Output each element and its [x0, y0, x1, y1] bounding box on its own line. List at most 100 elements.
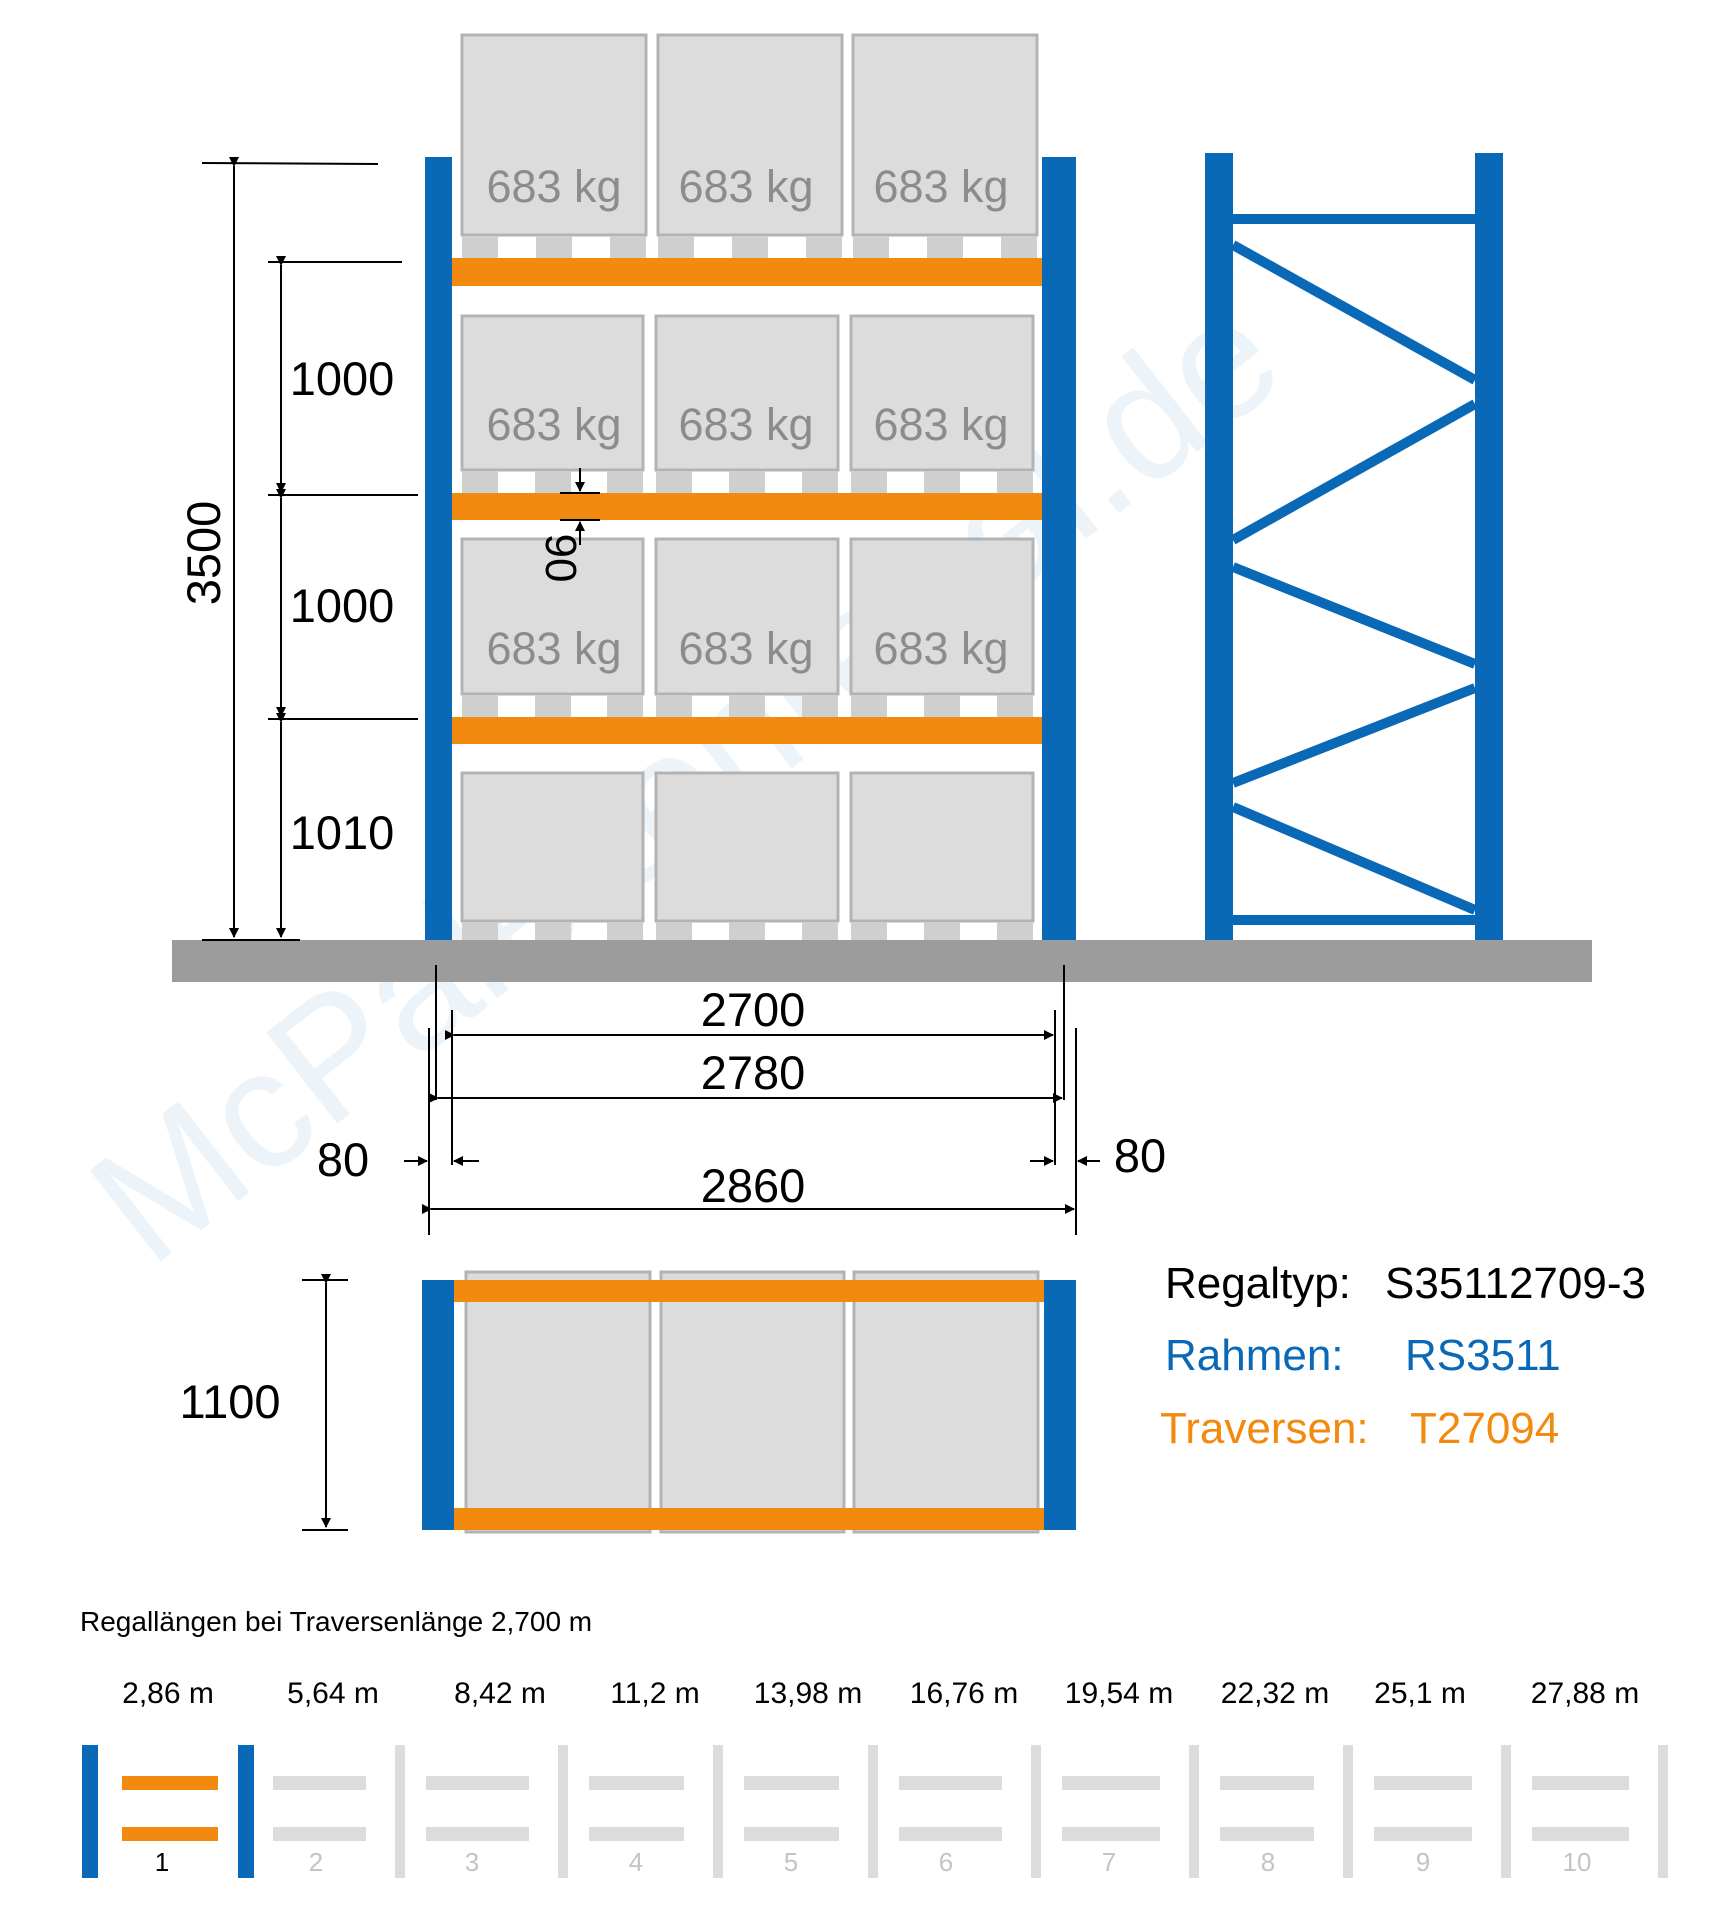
pallet — [460, 771, 645, 923]
length-option-7[interactable]: 7 — [1102, 1847, 1116, 1877]
length-value-2: 5,64 m — [287, 1677, 379, 1710]
length-option-3[interactable]: 3 — [465, 1847, 479, 1877]
dim-clear-width: 2700 — [701, 983, 806, 1036]
pallet-row-2: 683 kg 683 kg 683 kg — [460, 314, 1035, 493]
length-value-1: 2,86 m — [122, 1677, 214, 1710]
spec-type-label: Regaltyp: — [1165, 1259, 1351, 1308]
pallet — [656, 33, 844, 237]
load-label: 683 kg — [873, 399, 1008, 450]
dim-axis-width: 2780 — [701, 1046, 806, 1099]
spec-beam-label: Traversen: — [1160, 1404, 1369, 1453]
length-value-9: 25,1 m — [1374, 1677, 1466, 1710]
pallet — [654, 537, 840, 696]
length-option-10[interactable]: 10 — [1563, 1847, 1592, 1877]
floor — [172, 940, 1592, 982]
load-label: 683 kg — [678, 623, 813, 674]
dimensions-front — [201, 157, 1100, 1235]
pallet — [849, 314, 1035, 472]
side-frame — [1205, 153, 1503, 940]
spec-frame-value: RS3511 — [1405, 1331, 1561, 1380]
length-selector[interactable]: 1 2 3 4 5 6 7 8 9 10 — [82, 1745, 1668, 1878]
length-value-10: 27,88 m — [1531, 1677, 1639, 1710]
length-value-6: 16,76 m — [910, 1677, 1018, 1710]
pallet — [460, 33, 648, 237]
upright-top-right — [1044, 1280, 1076, 1530]
lengths-title: Regallängen bei Traversenlänge 2,700 m — [80, 1606, 592, 1637]
length-beam-6[interactable] — [899, 1827, 1002, 1841]
length-beam-9[interactable] — [1374, 1827, 1472, 1841]
pallet-row-3: 683 kg 683 kg 683 kg — [460, 537, 1035, 717]
length-upright-7 — [1031, 1745, 1041, 1878]
length-beam-2[interactable] — [273, 1776, 366, 1790]
length-beam-1[interactable] — [122, 1776, 218, 1790]
length-upright-10 — [1501, 1745, 1511, 1878]
length-upright-9 — [1343, 1745, 1353, 1878]
length-option-8[interactable]: 8 — [1261, 1847, 1275, 1877]
length-upright-6 — [868, 1745, 878, 1878]
length-option-1[interactable]: 1 — [155, 1847, 169, 1877]
beam — [452, 717, 1042, 744]
load-label: 683 kg — [873, 161, 1008, 212]
length-beam-10[interactable] — [1532, 1827, 1629, 1841]
length-option-2[interactable]: 2 — [309, 1847, 323, 1877]
length-upright-1 — [82, 1745, 98, 1878]
load-label: 683 kg — [873, 623, 1008, 674]
beam — [452, 258, 1042, 286]
dim-upright-left: 80 — [317, 1133, 369, 1186]
length-upright-8 — [1189, 1745, 1199, 1878]
spec-type-value: S35112709-3 — [1385, 1259, 1646, 1308]
upright-left — [425, 157, 452, 940]
length-option-9[interactable]: 9 — [1416, 1847, 1430, 1877]
dim-upright-right: 80 — [1114, 1129, 1166, 1182]
length-beam-5[interactable] — [744, 1776, 839, 1790]
length-beam-9[interactable] — [1374, 1776, 1472, 1790]
beam — [452, 493, 1042, 520]
pallet — [849, 537, 1035, 696]
pallet-top — [659, 1270, 846, 1534]
dim-total-height: 3500 — [177, 501, 230, 606]
length-beam-7[interactable] — [1062, 1776, 1160, 1790]
pallet — [849, 771, 1035, 923]
length-beam-8[interactable] — [1220, 1776, 1314, 1790]
length-beam-8[interactable] — [1220, 1827, 1314, 1841]
pallet — [654, 314, 840, 472]
length-value-3: 8,42 m — [454, 1677, 546, 1710]
length-beam-6[interactable] — [899, 1776, 1002, 1790]
spec-frame-label: Rahmen: — [1165, 1331, 1344, 1380]
length-option-6[interactable]: 6 — [939, 1847, 953, 1877]
length-upright-4 — [558, 1745, 568, 1878]
pallet-top — [464, 1270, 652, 1534]
dim-beam-height: 90 — [536, 534, 585, 583]
load-label: 683 kg — [486, 399, 621, 450]
length-option-4[interactable]: 4 — [629, 1847, 643, 1877]
length-beam-3[interactable] — [426, 1827, 529, 1841]
length-beam-7[interactable] — [1062, 1827, 1160, 1841]
dim-level-3: 1010 — [290, 806, 395, 859]
beam-top — [454, 1508, 1044, 1530]
pallet — [654, 771, 840, 923]
front-view: 683 kg 683 kg 683 kg 683 kg 683 kg 683 k… — [425, 33, 1076, 940]
pallet-top — [852, 1270, 1040, 1534]
length-beam-4[interactable] — [589, 1776, 684, 1790]
length-upright-2 — [238, 1745, 254, 1878]
pallet-row-1: 683 kg 683 kg 683 kg — [460, 33, 1039, 258]
length-beam-10[interactable] — [1532, 1776, 1629, 1790]
length-beam-4[interactable] — [589, 1827, 684, 1841]
pallet-row-4 — [460, 771, 1035, 940]
length-upright-5 — [713, 1745, 723, 1878]
length-beam-1[interactable] — [122, 1827, 218, 1841]
frame-post — [1475, 153, 1503, 940]
dim-level-1: 1000 — [290, 352, 395, 405]
length-option-5[interactable]: 5 — [784, 1847, 798, 1877]
load-label: 683 kg — [678, 399, 813, 450]
length-beam-3[interactable] — [426, 1776, 529, 1790]
pallet — [460, 314, 645, 472]
length-value-5: 13,98 m — [754, 1677, 862, 1710]
spec-beam-value: T27094 — [1410, 1404, 1559, 1453]
length-beam-5[interactable] — [744, 1827, 839, 1841]
load-label: 683 kg — [678, 161, 813, 212]
length-beam-2[interactable] — [273, 1827, 366, 1841]
load-label: 683 kg — [486, 161, 621, 212]
